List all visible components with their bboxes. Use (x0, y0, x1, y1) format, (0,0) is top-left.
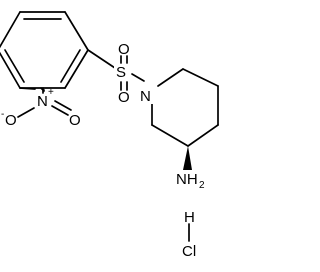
piperidine-bond (157, 68, 184, 87)
chemical-structure: N S O O N + O - O NH 2 H Cl (0, 11, 219, 260)
sulfonyl-oxygen-top-label: O (118, 41, 130, 58)
amine-subscript: 2 (199, 180, 205, 191)
nitro-n-o-right-bond (51, 105, 69, 116)
aryl-nitro-bond (19, 87, 36, 90)
nitro-n-o-minus-bond (17, 107, 35, 118)
nitro-minus-charge: - (1, 109, 4, 120)
piperidine-bond (182, 68, 219, 87)
aryl-sulfur-bond (87, 49, 119, 71)
piperidine-bond (151, 124, 189, 147)
benzene-double-bond (4, 49, 25, 83)
sulfur-label: S (116, 64, 126, 81)
amine-label: NH (176, 171, 198, 188)
benzene-double-bond (60, 49, 81, 83)
sulfonyl-oxygen-bottom-label: O (118, 89, 130, 106)
nitro-n-o-right-bond (54, 100, 72, 111)
nitro-plus-charge: + (48, 87, 54, 98)
benzene-bond (64, 49, 89, 89)
benzene-bond (0, 11, 21, 49)
ring-nitrogen-label: N (140, 88, 151, 105)
benzene-bond (64, 11, 89, 51)
hcl-chlorine-label: Cl (182, 243, 196, 260)
piperidine-bond (187, 124, 219, 147)
stereo-wedge-bond (183, 146, 192, 170)
nitro-oxygen-minus-label: O (5, 112, 17, 129)
nitro-oxygen-right-label: O (69, 112, 81, 129)
nitro-nitrogen-label: N (37, 93, 48, 110)
benzene-bond (0, 51, 21, 89)
hcl-hydrogen-label: H (184, 209, 195, 226)
sulfur-nitrogen-bond (131, 73, 145, 82)
